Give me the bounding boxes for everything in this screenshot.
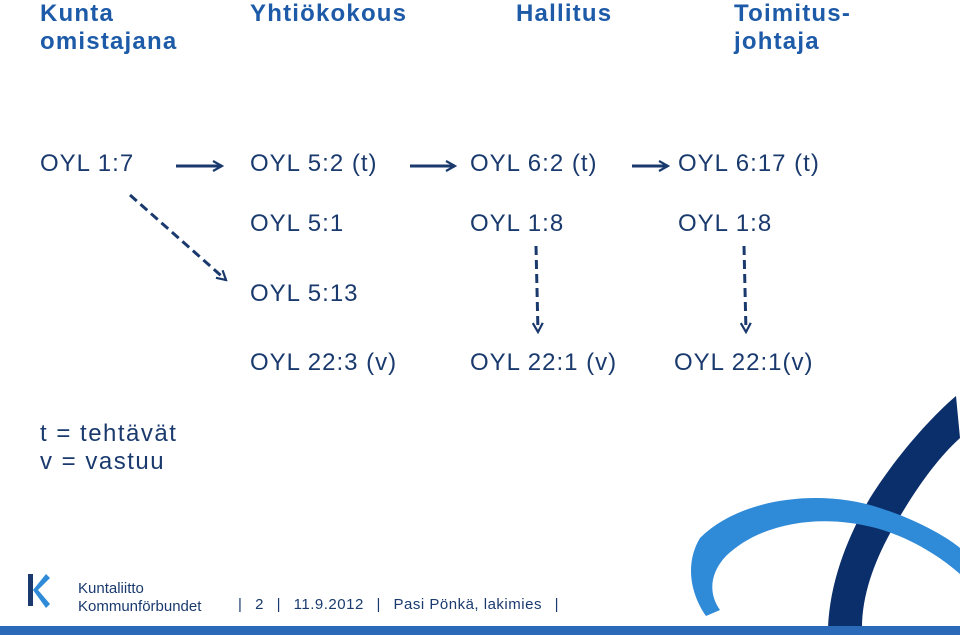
cell-hallitus-oyl-6-2: OYL 6:2 (t) [470, 150, 598, 177]
footer-page-number: 2 [255, 596, 264, 613]
footer-separator: | [238, 596, 243, 613]
dashed-arrow-toimitusjohtaja-down [744, 245, 746, 332]
footer-date: 11.9.2012 [293, 596, 364, 613]
legend: t = tehtävät v = vastuu [40, 420, 177, 476]
ribbon-dark-stroke [828, 396, 960, 628]
legend-vastuu: v = vastuu [40, 448, 166, 475]
cell-toimitusjohtaja-oyl-1-8: OYL 1:8 [678, 210, 773, 237]
cell-yhtiokokous-oyl-22-3: OYL 22:3 (v) [250, 349, 398, 376]
cell-toimitusjohtaja-oyl-6-17: OYL 6:17 (t) [678, 150, 820, 177]
footer-separator: | [554, 596, 560, 613]
legend-tehtavat: t = tehtävät [40, 420, 178, 447]
kuntaliitto-logo-mark [28, 574, 50, 608]
header-yhtiokokous: Yhtiökokous [250, 0, 408, 27]
footer-author: Pasi Pönkä, lakimies [393, 596, 542, 613]
header-hallitus: Hallitus [516, 0, 613, 27]
cell-yhtiokokous-oyl-5-2: OYL 5:2 (t) [250, 150, 378, 177]
footer-bar [0, 626, 960, 635]
header-toimitusjohtaja: Toimitus- johtaja [734, 0, 852, 55]
cell-toimitusjohtaja-oyl-22-1: OYL 22:1(v) [674, 349, 814, 376]
logo-line2: Kommunförbundet [78, 598, 202, 615]
cell-yhtiokokous-oyl-5-1: OYL 5:1 [250, 210, 345, 237]
header-kunta-omistajana: Kunta omistajana [40, 0, 178, 55]
logo-line1: Kuntaliitto [78, 580, 144, 597]
cell-hallitus-oyl-22-1: OYL 22:1 (v) [470, 349, 618, 376]
footer-separator: | [276, 596, 281, 613]
dashed-arrow-hallitus-down [536, 245, 538, 332]
cell-yhtiokokous-oyl-5-13: OYL 5:13 [250, 280, 359, 307]
dashed-arrow-kunta-to-oyl-5-13 [129, 193, 226, 280]
footer: | 2 | 11.9.2012 | Pasi Pönkä, lakimies | [230, 596, 567, 613]
decorative-ribbon [691, 396, 960, 628]
ribbon-light-stroke [691, 498, 960, 616]
cell-kunta-oyl-1-7: OYL 1:7 [40, 150, 135, 177]
kuntaliitto-logo: Kuntaliitto Kommunförbundet [24, 570, 201, 615]
footer-separator: | [376, 596, 381, 613]
cell-hallitus-oyl-1-8: OYL 1:8 [470, 210, 565, 237]
